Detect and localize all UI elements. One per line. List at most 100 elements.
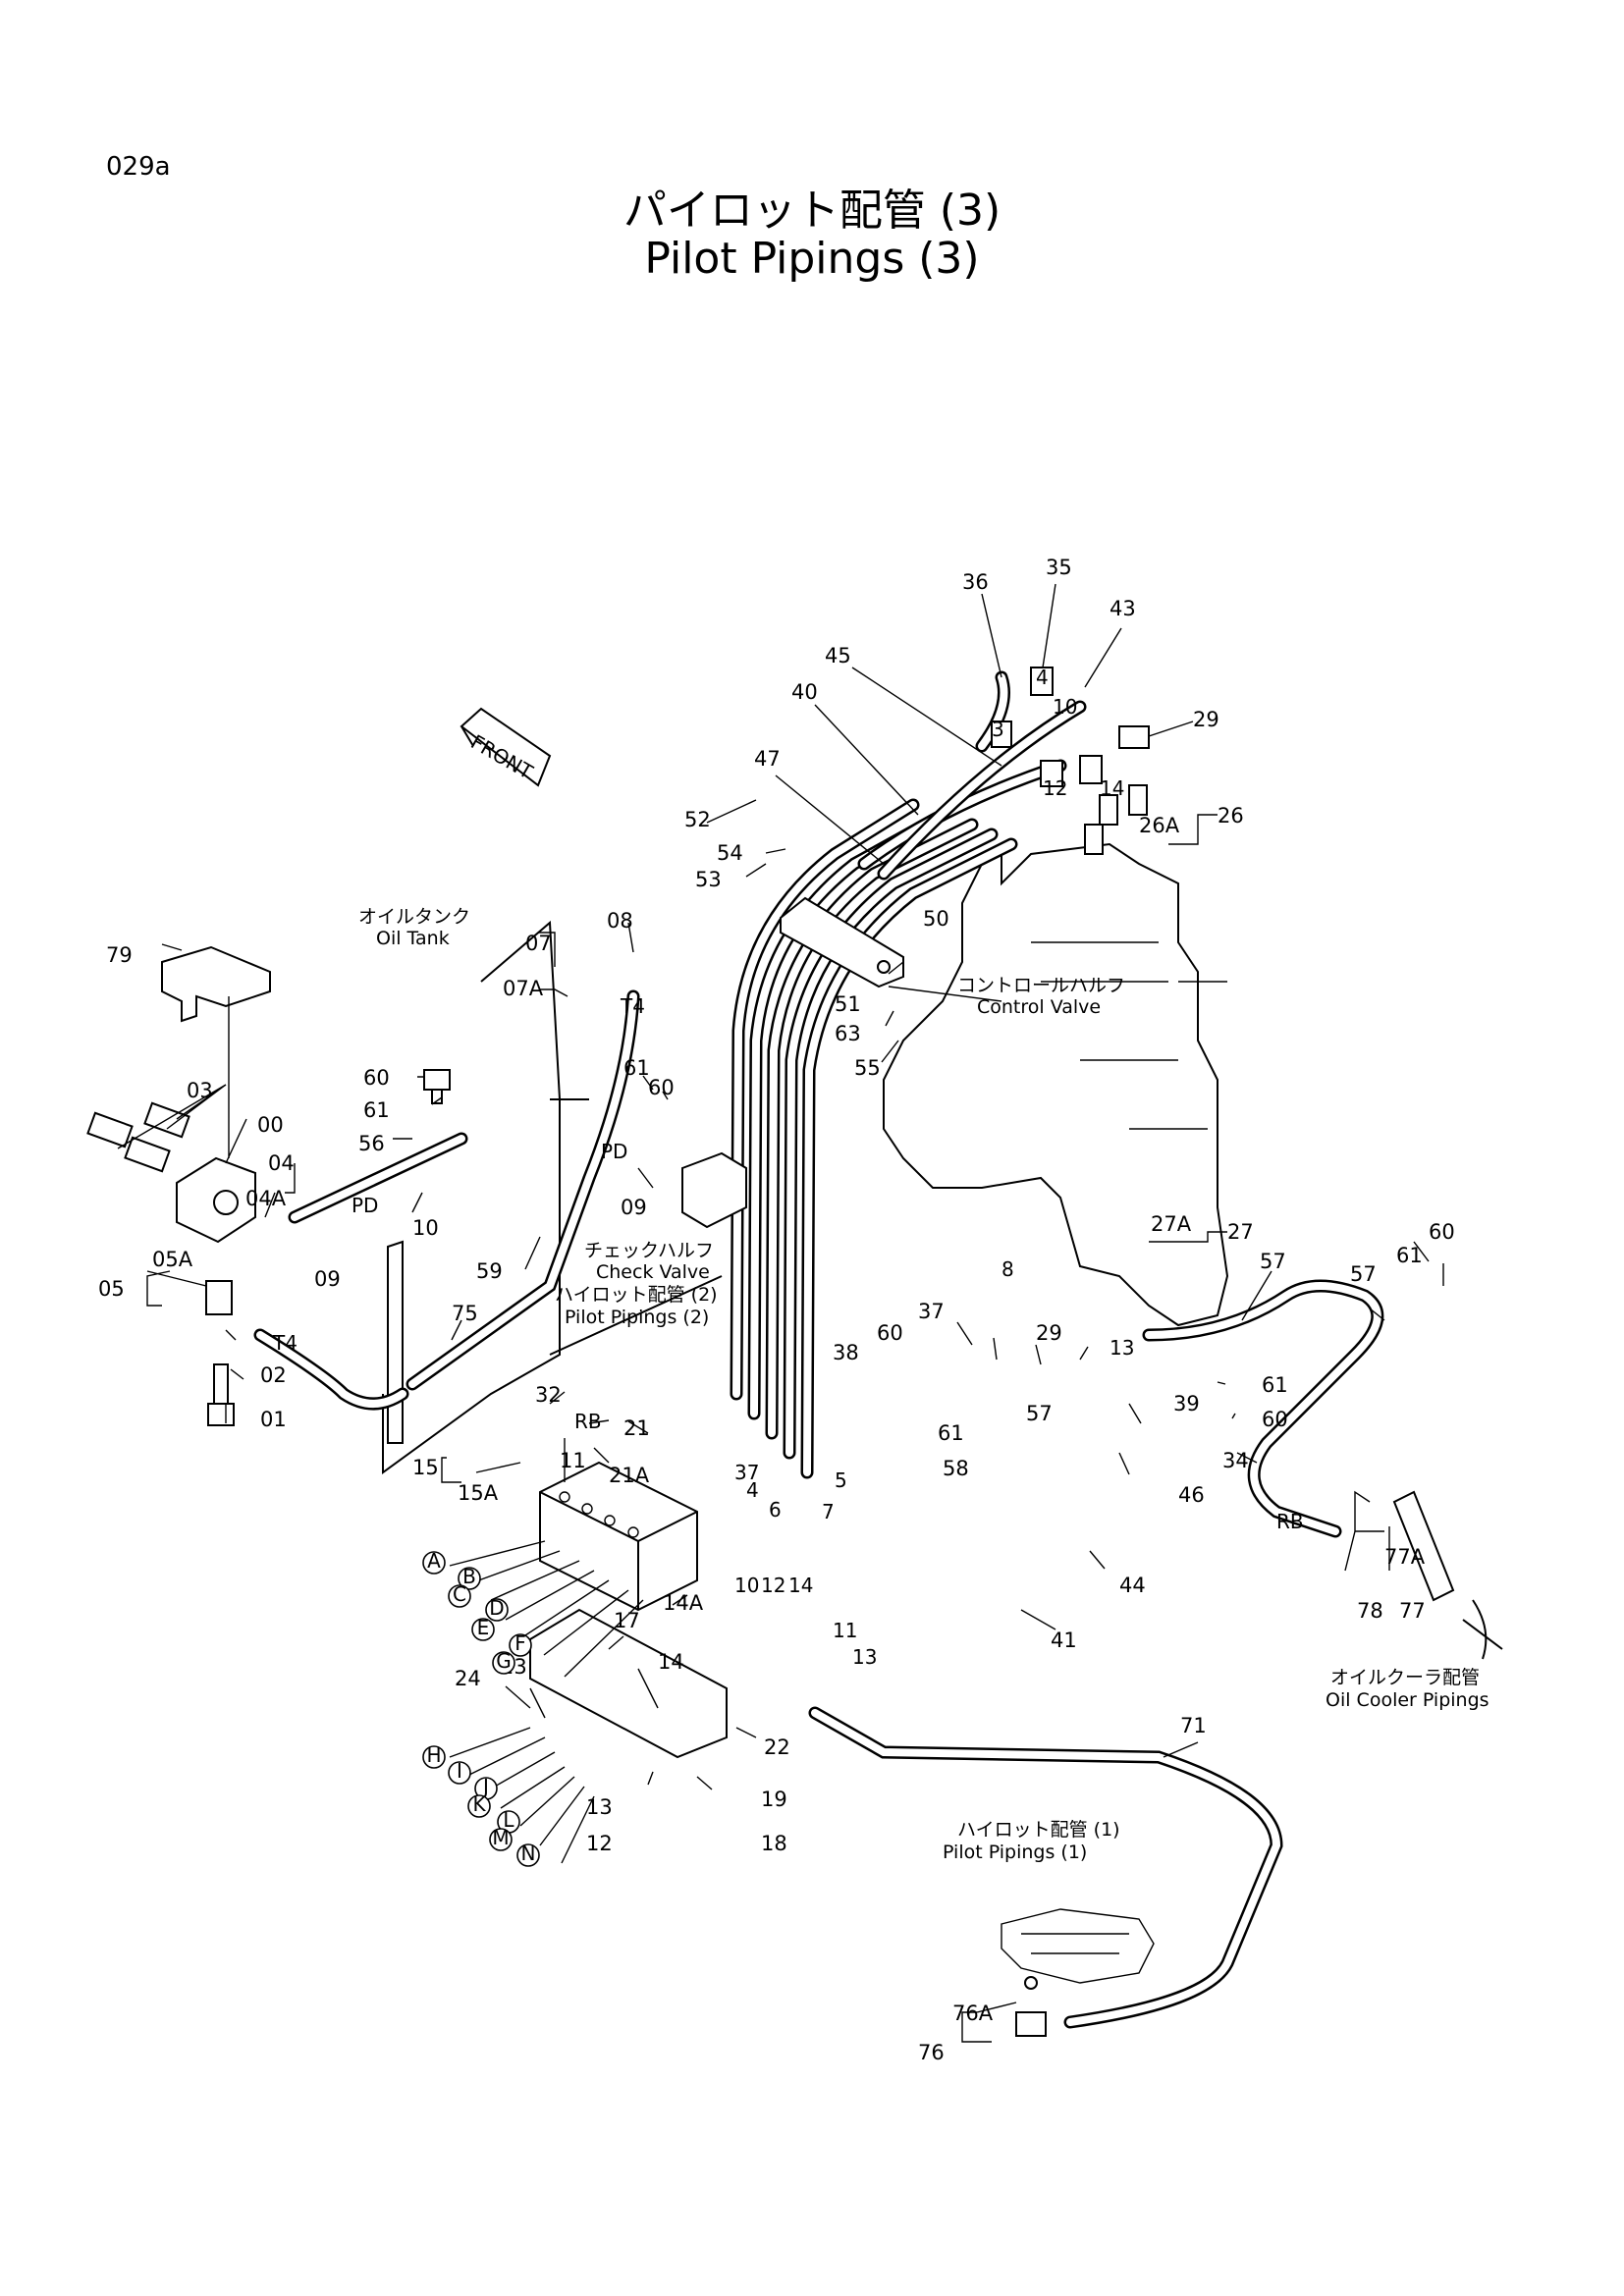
page-id: 029a <box>106 152 171 182</box>
callout-55: 55 <box>854 1056 881 1080</box>
callout-60-b: 60 <box>648 1076 675 1099</box>
callout-58: 58 <box>943 1457 969 1480</box>
callout-04: 04 <box>268 1151 295 1175</box>
callout-10: 10 <box>412 1216 439 1240</box>
callout-15: 15 <box>412 1456 439 1479</box>
callout-39: 39 <box>1173 1392 1200 1415</box>
port-letter-circle-d <box>485 1598 509 1622</box>
callout-57-b: 57 <box>1350 1262 1377 1286</box>
callout-22: 22 <box>764 1735 790 1759</box>
callout-35: 35 <box>1046 556 1072 579</box>
callout-56: 56 <box>358 1132 385 1155</box>
note-oil-cooler: オイルクーラ配管 Oil Cooler Pipings <box>1326 1667 1489 1711</box>
port-letter-n: N <box>521 1842 536 1865</box>
pipe-number-6: 6 <box>769 1498 782 1522</box>
callout-04a: 04A <box>245 1187 287 1210</box>
title-english: Pilot Pipings (3) <box>644 234 980 284</box>
port-letter-circle-m <box>489 1828 513 1851</box>
mark-rb-b: RB <box>1276 1510 1304 1533</box>
port-letter-k: K <box>472 1792 486 1816</box>
callout-12: 12 <box>586 1832 613 1855</box>
callout-15a: 15A <box>458 1481 499 1505</box>
pipe-71 <box>808 1706 1283 2029</box>
callout-37: 37 <box>918 1300 945 1323</box>
note-oil-tank-jp: オイルタンク <box>358 906 470 928</box>
note-pilot-pipings1-en: Pilot Pipings (1) <box>943 1842 1087 1863</box>
port-letter-f: F <box>514 1631 526 1655</box>
callout-32: 32 <box>535 1383 562 1407</box>
callout-44: 44 <box>1119 1574 1146 1597</box>
note-oil-tank-en: Oil Tank <box>376 928 450 949</box>
mark-pd-b: PD <box>601 1140 627 1163</box>
callout-54: 54 <box>717 841 743 865</box>
pipe-number-4: 4 <box>746 1478 759 1502</box>
port-letter-b: B <box>462 1565 476 1588</box>
mark-t4: T4 <box>620 994 645 1018</box>
callout-36: 36 <box>962 570 989 594</box>
port-letter-c: C <box>453 1582 466 1606</box>
valve-block-00 <box>86 1101 256 1244</box>
callout-29-b: 29 <box>1036 1321 1062 1345</box>
pipe-number-4-b: 4 <box>1036 666 1049 689</box>
fitting-76 <box>1015 1976 1047 2037</box>
note-control-valve: コントロールハルフ Control Valve <box>957 975 1125 1018</box>
callout-43: 43 <box>1110 597 1136 620</box>
callout-61-c: 61 <box>1396 1244 1423 1267</box>
port-letter-i: I <box>457 1759 462 1783</box>
callout-61-b: 61 <box>623 1056 650 1080</box>
title-japanese: パイロット配管 (3) <box>623 186 1001 236</box>
pipe-number-3: 3 <box>992 718 1004 741</box>
port-letter-circle-h <box>422 1745 446 1769</box>
port-letter-circle-f <box>509 1633 532 1657</box>
pipe-number-12-b: 12 <box>1043 776 1067 800</box>
callout-21: 21 <box>623 1416 650 1440</box>
note-check-valve-jp: チェックハルフ <box>584 1240 714 1261</box>
callout-38: 38 <box>833 1341 859 1364</box>
callout-53: 53 <box>695 868 722 891</box>
port-letter-circle-g <box>492 1651 515 1675</box>
callout-21a: 21A <box>609 1464 650 1487</box>
callout-52: 52 <box>684 808 711 831</box>
callout-19: 19 <box>761 1788 787 1811</box>
callout-14: 14 <box>658 1650 684 1674</box>
port-letter-m: M <box>492 1826 509 1849</box>
callout-00: 00 <box>257 1113 284 1137</box>
note-pilot-pipings2-en: Pilot Pipings (2) <box>565 1307 709 1328</box>
callout-46: 46 <box>1178 1483 1205 1507</box>
pipe-number-37: 37 <box>734 1461 759 1484</box>
callout-08: 08 <box>607 909 633 933</box>
mark-rb-a: RB <box>574 1410 602 1433</box>
port-letter-circle-b <box>458 1567 481 1590</box>
callout-77: 77 <box>1399 1599 1426 1623</box>
callout-50: 50 <box>923 907 949 931</box>
note-oil-tank: オイルタンク Oil Tank <box>358 906 470 949</box>
callout-61-e: 61 <box>1262 1373 1288 1397</box>
note-pilot-pipings1: ハイロット配管 (1) Pilot Pipings (1) <box>943 1819 1120 1863</box>
elbow-05 <box>205 1280 235 1426</box>
callout-18: 18 <box>761 1832 787 1855</box>
oil-tank-outline <box>382 920 723 1474</box>
port-letter-a: A <box>427 1549 441 1573</box>
callout-76: 76 <box>918 2041 945 2064</box>
note-oil-cooler-jp: オイルクーラ配管 <box>1330 1667 1480 1688</box>
front-arrow: FRONT <box>460 707 552 787</box>
callout-57-a: 57 <box>1260 1250 1286 1273</box>
note-control-valve-en: Control Valve <box>977 996 1101 1018</box>
port-letter-circle-n <box>516 1843 540 1867</box>
pipe-number-5: 5 <box>835 1468 847 1492</box>
pipe-number-11: 11 <box>833 1619 857 1642</box>
pipe-number-10-b: 10 <box>1053 695 1077 719</box>
port-letter-d: D <box>489 1596 504 1620</box>
callout-61-d: 61 <box>938 1421 964 1445</box>
callout-14a: 14A <box>663 1591 704 1615</box>
callout-45: 45 <box>825 644 851 667</box>
callout-29: 29 <box>1193 708 1219 731</box>
callout-75: 75 <box>452 1302 478 1325</box>
callout-11: 11 <box>560 1449 586 1472</box>
callout-60-a: 60 <box>363 1066 390 1090</box>
pipe-number-14: 14 <box>788 1574 813 1597</box>
control-valve-body <box>883 842 1229 1327</box>
note-oil-cooler-en: Oil Cooler Pipings <box>1326 1689 1489 1711</box>
